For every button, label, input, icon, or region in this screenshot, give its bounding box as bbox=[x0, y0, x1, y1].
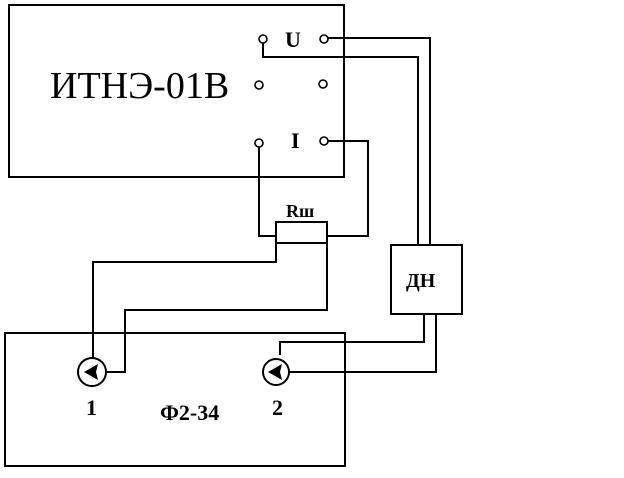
f2-34-device-label: Ф2-34 bbox=[160, 400, 219, 425]
terminal-u-left-icon bbox=[258, 34, 268, 44]
wire-shunt-to-input-1-b bbox=[106, 243, 328, 373]
itne-device-box bbox=[8, 4, 345, 178]
wire-divider-to-input-2-b bbox=[285, 314, 437, 373]
itne-device-label: ИТНЭ-01В bbox=[50, 65, 229, 107]
terminal-u-right-icon bbox=[319, 34, 329, 44]
voltage-divider-box bbox=[390, 244, 463, 315]
shunt-resistor bbox=[275, 221, 328, 244]
input-1-label: 1 bbox=[86, 395, 97, 420]
wire-u-right-to-divider bbox=[328, 37, 431, 245]
f2-34-device-box bbox=[4, 332, 346, 467]
wire-u-left-to-divider bbox=[262, 43, 419, 245]
terminal-i-right-icon bbox=[319, 136, 329, 146]
wire-i-right-to-shunt bbox=[327, 140, 369, 237]
terminal-mid-left-icon bbox=[254, 80, 264, 90]
wire-i-left-to-shunt bbox=[258, 147, 276, 237]
terminal-i-left-icon bbox=[254, 138, 264, 148]
input-1-connector-icon bbox=[77, 357, 107, 387]
terminal-u-label: U bbox=[285, 27, 301, 52]
terminal-mid-right-icon bbox=[318, 79, 328, 89]
terminal-i-label: I bbox=[291, 128, 300, 153]
wiring bbox=[92, 37, 437, 373]
wire-divider-to-input-2-a bbox=[279, 314, 425, 355]
input-2-label: 2 bbox=[272, 395, 283, 420]
input-2-connector-icon bbox=[262, 358, 290, 386]
wire-shunt-to-input-1-a bbox=[92, 243, 277, 372]
divider-label: ДН bbox=[406, 270, 436, 292]
shunt-label: Rш bbox=[286, 201, 314, 221]
